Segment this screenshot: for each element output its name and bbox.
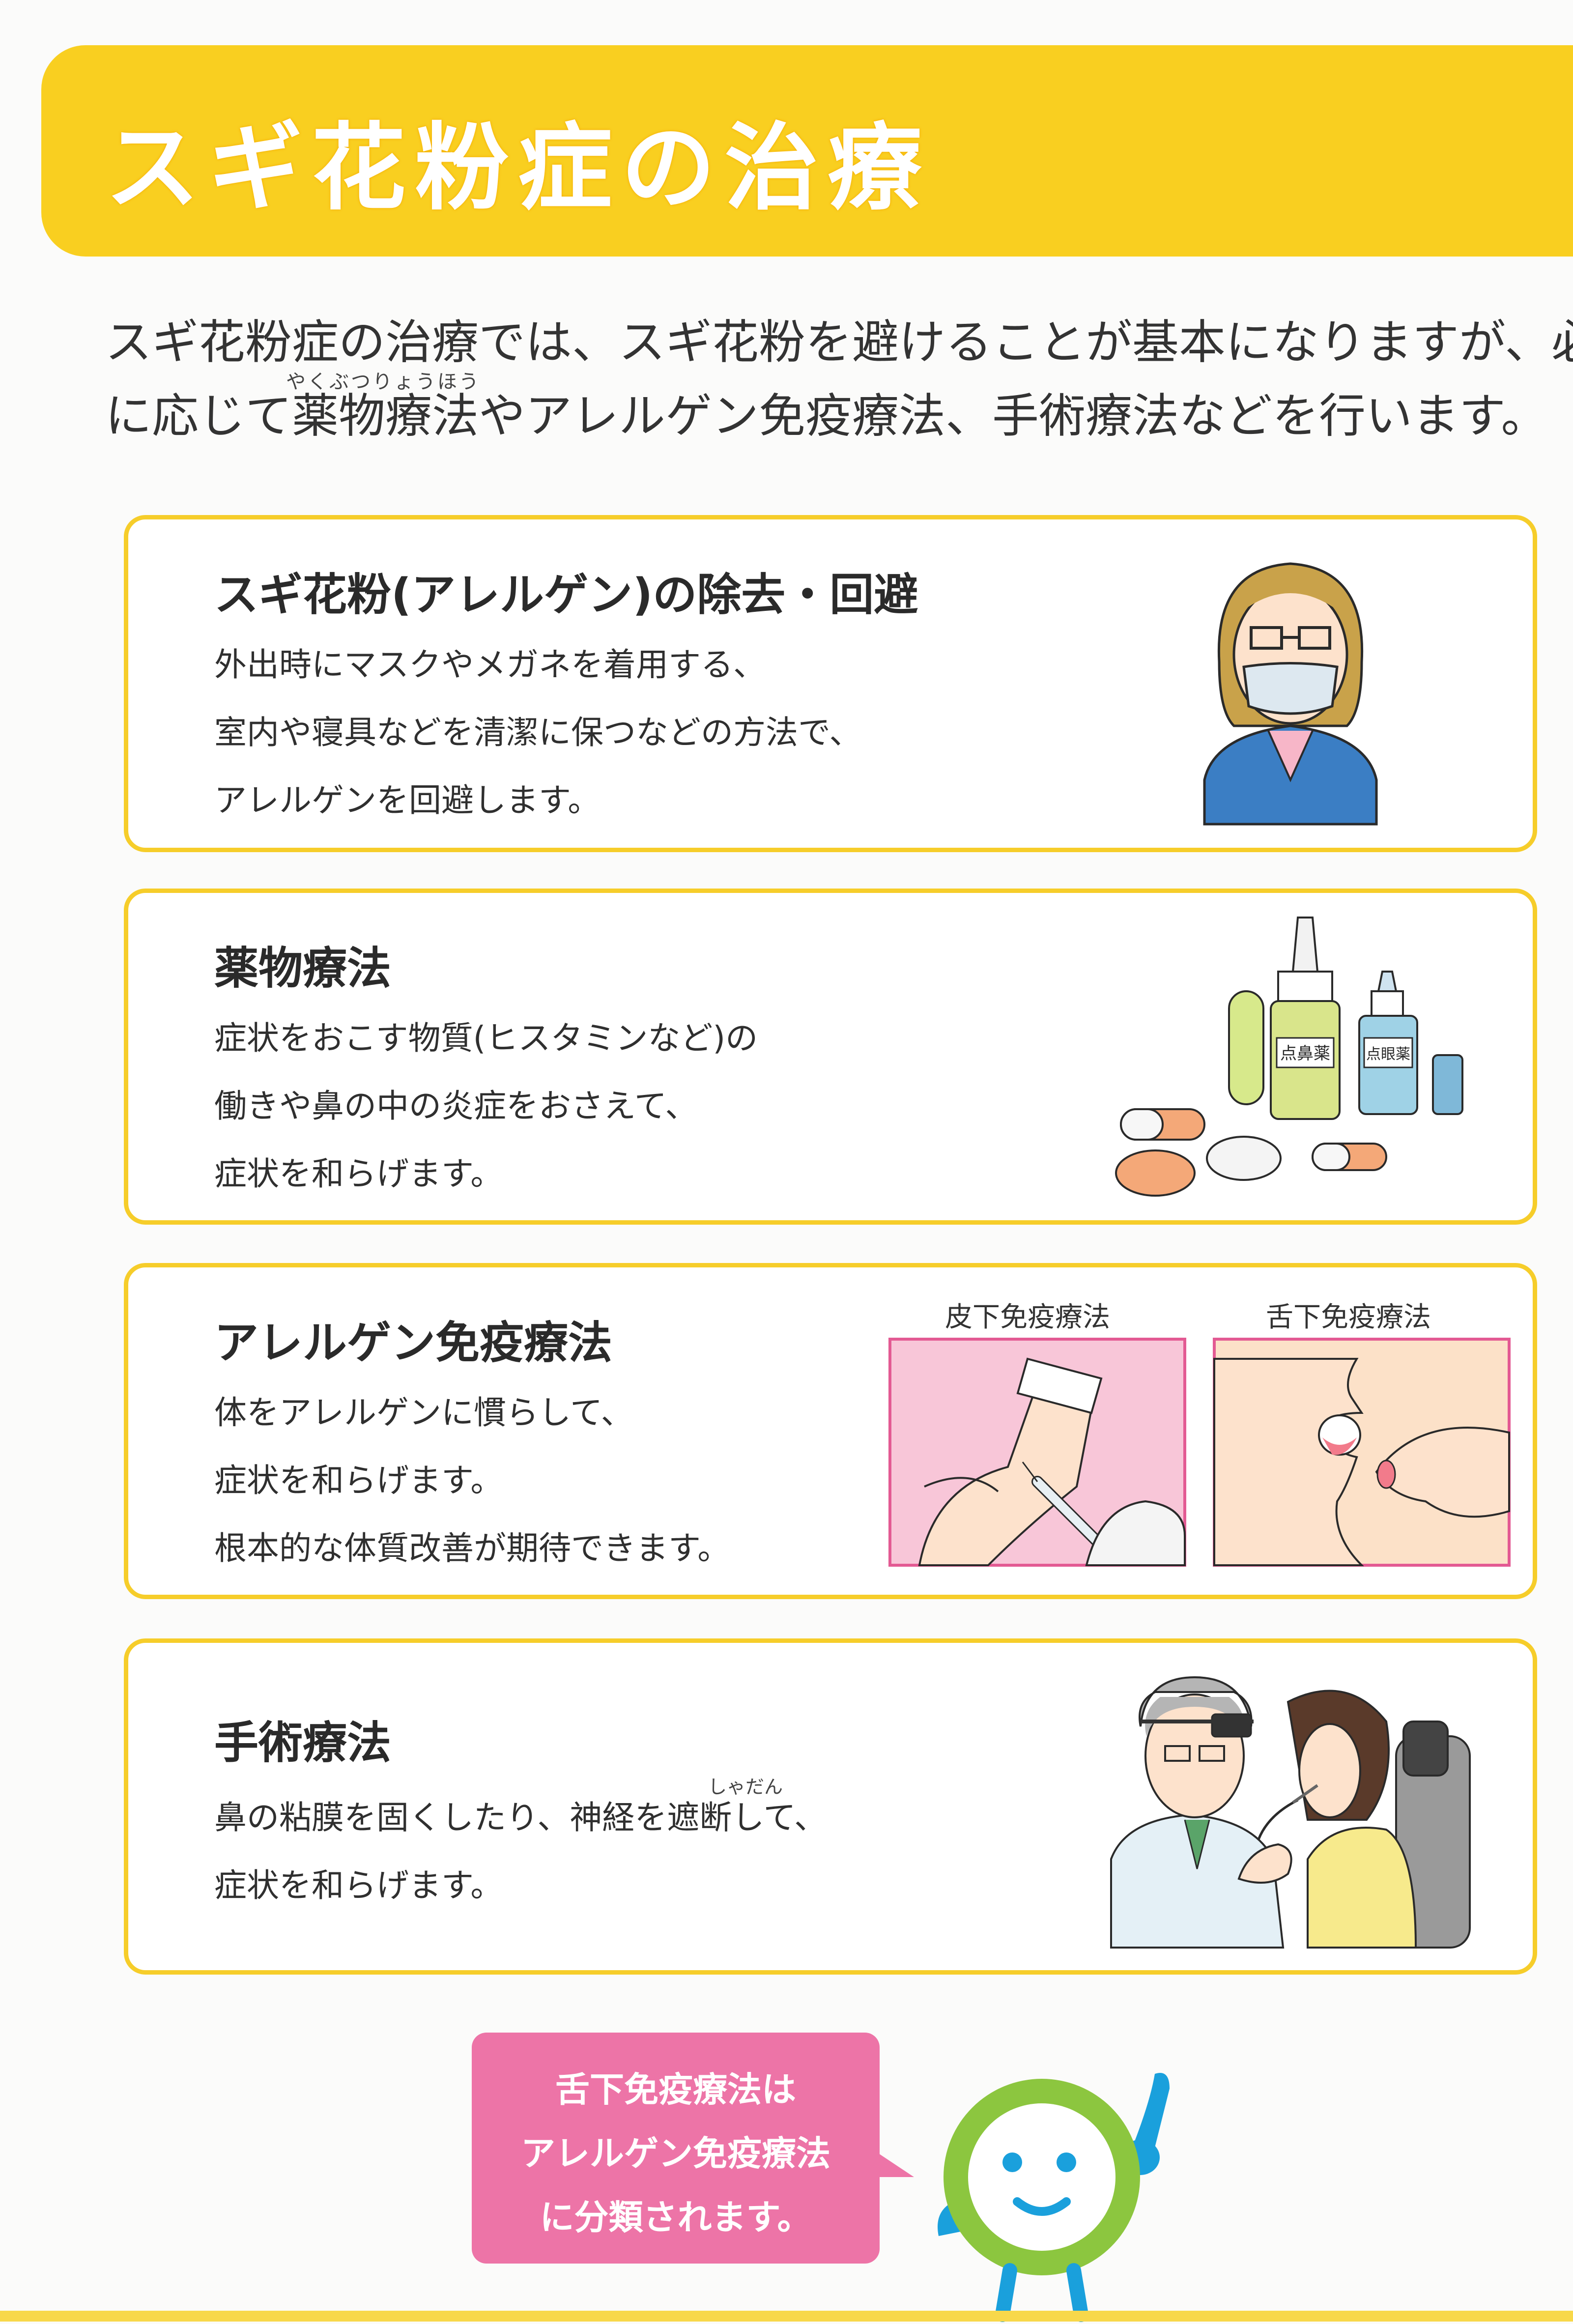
subcutaneous-label: 皮下免疫療法	[945, 1301, 1110, 1333]
intro-line-1: スギ花粉症の治療では、スギ花粉を避けることが基本になりますが、必要	[105, 316, 1573, 370]
card-immunotherapy: アレルゲン免疫療法 体をアレルゲンに慣らして、 症状を和らげます。 根本的な体質…	[124, 1263, 1537, 1599]
note-line: アレルゲン免疫療法	[521, 2133, 830, 2174]
subcutaneous-injection-illustration	[888, 1338, 1186, 1567]
sublingual-label: 舌下免疫療法	[1266, 1301, 1431, 1333]
card-text-line: 根本的な体質改善が期待できます。	[214, 1529, 730, 1567]
card-title: 薬物療法	[214, 943, 391, 994]
card-drug-therapy: 薬物療法 症状をおこす物質(ヒスタミンなど)の 働きや鼻の中の炎症をおさえて、 …	[124, 889, 1537, 1225]
card-text-line: 症状をおこす物質(ヒスタミンなど)の	[214, 1019, 758, 1057]
card-text-line: 症状を和らげます。	[214, 1866, 503, 1904]
eye-drop-label: 点眼薬	[1366, 1046, 1410, 1063]
card-text-line: 体をアレルゲンに慣らして、	[214, 1394, 633, 1432]
card-text-line: 働きや鼻の中の炎症をおさえて、	[214, 1087, 698, 1125]
page-title: スギ花粉症の治療	[105, 114, 931, 223]
sublingual-illustration	[1213, 1338, 1511, 1567]
title-banner	[41, 45, 1573, 257]
mascot-character	[938, 2073, 1170, 2322]
card-text-line: 鼻の粘膜を固くしたり、神経を遮断して、	[214, 1799, 827, 1836]
note-line: 舌下免疫療法は	[555, 2069, 796, 2110]
card-surgery: 手術療法 しゃだん 鼻の粘膜を固くしたり、神経を遮断して、 症状を和らげます。	[124, 1638, 1537, 1975]
note-line: に分類されます。	[540, 2197, 812, 2238]
card-text-line: 症状を和らげます。	[214, 1462, 503, 1499]
card-title: アレルゲン免疫療法	[214, 1317, 612, 1369]
card-text-line: 室内や寝具などを清潔に保つなどの方法で、	[214, 714, 862, 751]
surgery-ruby: しゃだん	[708, 1776, 783, 1798]
speech-tail	[870, 2148, 914, 2177]
woman-with-mask-illustration	[1203, 562, 1378, 826]
card-text-line: 症状を和らげます。	[214, 1155, 503, 1193]
bottom-rule	[0, 2311, 1573, 2322]
card-avoidance: スギ花粉(アレルゲン)の除去・回避 外出時にマスクやメガネを着用する、 室内や寝…	[124, 515, 1537, 852]
card-text-line: アレルゲンを回避します。	[214, 781, 601, 819]
note-speech-box: 舌下免疫療法は アレルゲン免疫療法 に分類されます。	[472, 2033, 880, 2264]
card-title: スギ花粉(アレルゲン)の除去・回避	[214, 569, 918, 621]
intro-ruby: やくぶつりょうほう	[286, 371, 481, 393]
doctor-patient-illustration	[1110, 1676, 1471, 1949]
nasal-spray-label: 点鼻薬	[1280, 1044, 1330, 1063]
card-text-line: 外出時にマスクやメガネを着用する、	[214, 646, 766, 684]
medicine-illustration: 点鼻薬 点眼薬	[1115, 917, 1463, 1197]
card-title: 手術療法	[214, 1717, 391, 1769]
intro-line-2: に応じて薬物療法やアレルゲン免疫療法、手術療法などを行います。	[105, 389, 1548, 443]
